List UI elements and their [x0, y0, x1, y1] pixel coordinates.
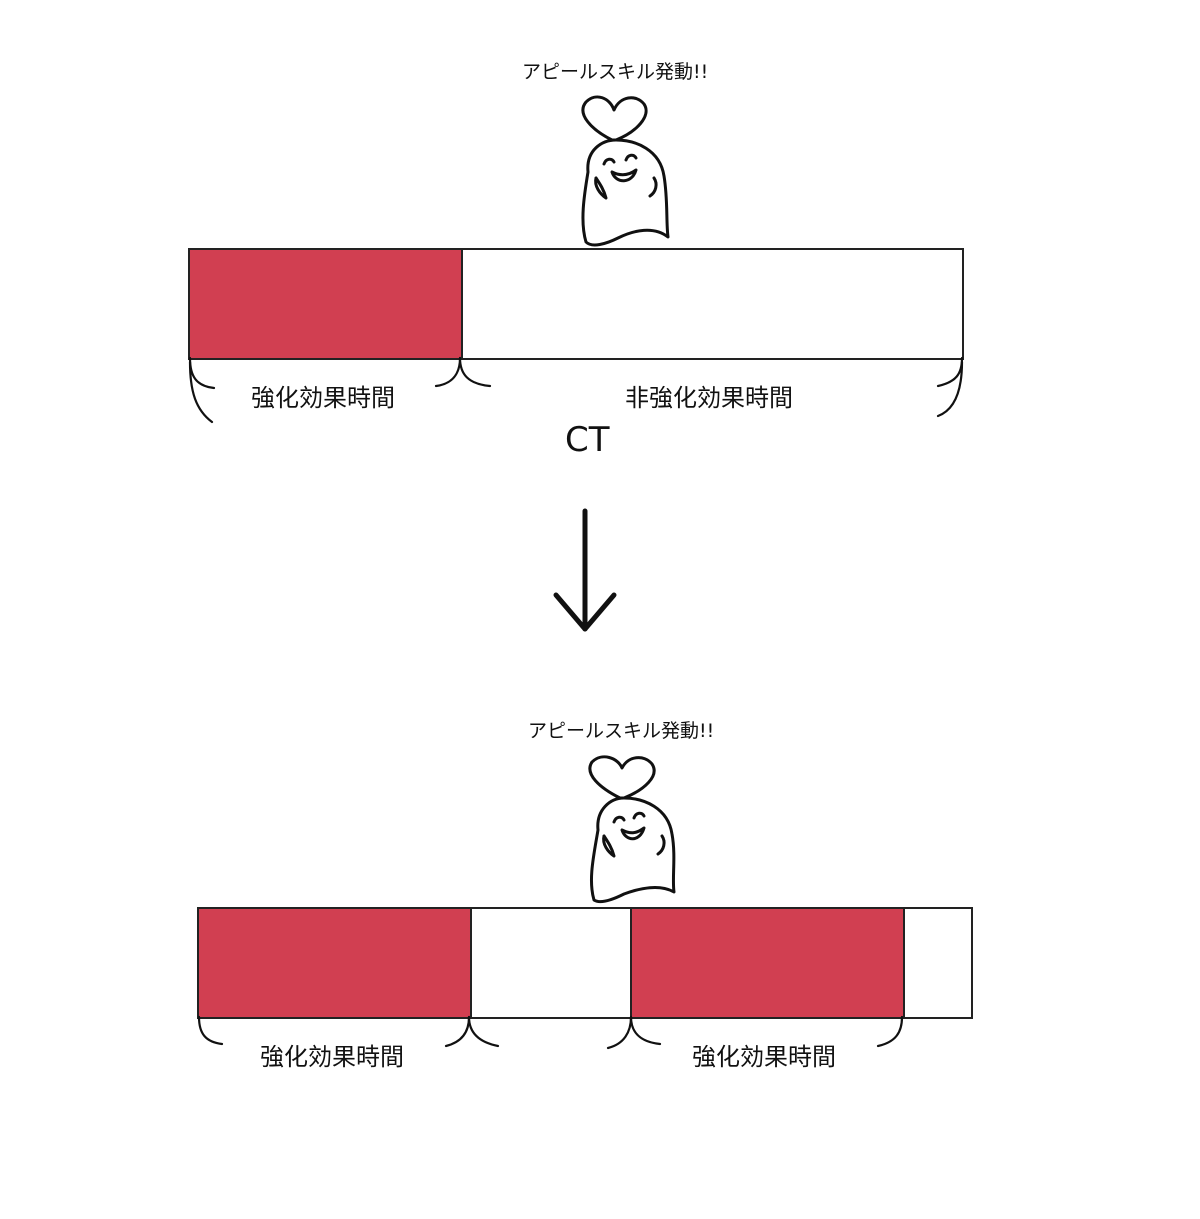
idle-segment-1	[472, 909, 632, 1017]
appeal-skill-text-bottom: アピールスキル発動!!	[528, 720, 715, 742]
buff-duration-label: 強化効果時間	[251, 384, 395, 412]
brace-lines-bottom	[197, 1015, 904, 1050]
non-buff-duration-label: 非強化効果時間	[625, 384, 793, 412]
non-buff-segment	[463, 250, 962, 358]
heart-icon	[588, 755, 656, 800]
down-arrow-icon	[553, 508, 617, 632]
smiling-character-icon	[581, 95, 670, 247]
buff-duration-label-1: 強化効果時間	[260, 1043, 404, 1071]
timeline-bar-top	[188, 248, 964, 360]
smiling-character-icon	[588, 755, 676, 904]
timeline-bar-bottom	[197, 907, 973, 1019]
heart-icon	[581, 95, 648, 142]
buff-segment-2	[632, 909, 905, 1017]
buff-duration-label-2: 強化効果時間	[692, 1043, 836, 1071]
brace-lines-top	[188, 356, 964, 424]
appeal-skill-text-top: アピールスキル発動!!	[522, 61, 709, 83]
ct-label: CT	[565, 420, 610, 460]
buff-segment-1	[199, 909, 472, 1017]
idle-segment-2	[905, 909, 971, 1017]
buff-segment	[190, 250, 463, 358]
